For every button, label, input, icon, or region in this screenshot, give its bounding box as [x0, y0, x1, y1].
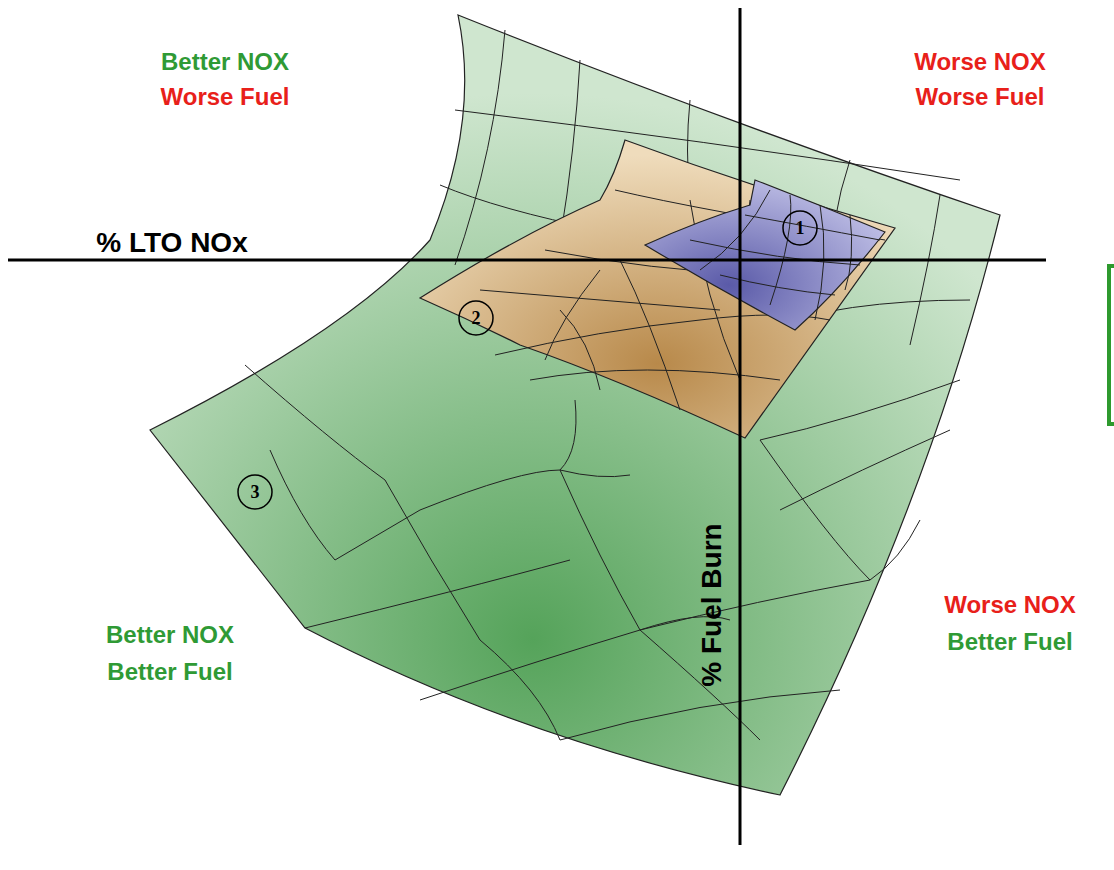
quadrant-label: Better NOX: [161, 49, 289, 75]
green-grid: [245, 30, 970, 740]
quadrant-label: Better Fuel: [107, 659, 232, 685]
tan-surface: [420, 140, 895, 438]
blue-surface: [645, 180, 885, 330]
quadrant-label: Worse Fuel: [916, 84, 1045, 110]
nox-axis: [8, 259, 1046, 262]
quadrant-label: Better NOX: [106, 622, 234, 648]
fuel-axis: [739, 8, 742, 845]
callout-circle: [238, 475, 272, 509]
axis-label: % LTO NOx: [96, 228, 247, 259]
green-surface: [150, 15, 1000, 795]
callout-circle: [459, 301, 493, 335]
callout-number: 2: [472, 309, 481, 329]
quadrant-label: Better Fuel: [947, 629, 1072, 655]
quadrant-label: Worse NOX: [914, 49, 1046, 75]
quadrant-label: Worse Fuel: [161, 84, 290, 110]
edge-bracket: [1109, 266, 1114, 424]
callout-number: 1: [796, 219, 805, 239]
blue-grid: [690, 190, 880, 320]
callout-circle: [783, 211, 817, 245]
callout-number: 3: [251, 483, 260, 503]
axis-label: % Fuel Burn: [697, 523, 728, 686]
quadrant-label: Worse NOX: [944, 592, 1076, 618]
